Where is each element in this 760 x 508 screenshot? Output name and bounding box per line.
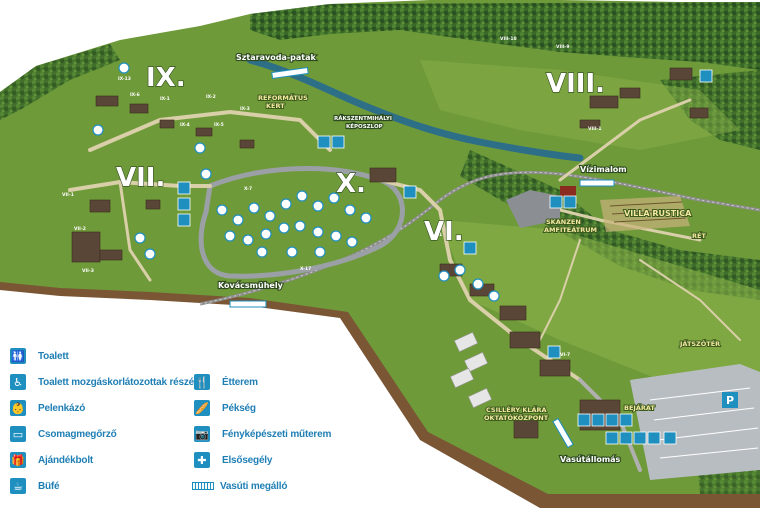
place-vasutallomas: Vasútállomás: [560, 455, 621, 464]
legend-item-buffet: ☕ Büfé: [10, 476, 60, 496]
code-label: VIII-10: [500, 36, 517, 42]
code-label: IX-6: [130, 92, 140, 98]
legend-item-bakery: 🥖 Pékség: [194, 398, 256, 418]
region-label-ix: IX.: [146, 63, 186, 93]
place-raktarfej-1: RÁKSZENTMIHÁLYI: [334, 115, 392, 122]
legend-label: Ajándékbolt: [38, 454, 94, 466]
place-csillery-2: OKTATÓKÖZPONT: [484, 413, 549, 422]
code-label: IX-13: [118, 76, 131, 82]
facility-icons: [177, 69, 713, 445]
code-label: VIII-9: [556, 44, 570, 50]
legend-label: Csomagmegőrző: [38, 428, 117, 440]
code-label: VII-3: [82, 268, 94, 274]
place-vizimalom: Vízimalom: [580, 165, 627, 174]
first-aid-icon: ✚: [194, 452, 210, 468]
legend-label: Büfé: [38, 480, 60, 492]
code-label: VI-1: [432, 232, 442, 238]
building-code-labels: IX-13 IX-1 IX-2 IX-3 IX-4 IX-5 IX-6 VII-…: [62, 36, 602, 358]
legend-label: Pelenkázó: [38, 402, 86, 414]
river-sztaravoda: [246, 56, 584, 162]
legend-item-gift-shop: 🎁 Ajándékbolt: [10, 450, 93, 470]
parking-label: P: [726, 394, 734, 407]
place-kovacsmuhely: Kovácsmühely: [218, 281, 284, 290]
railway-stops: [229, 66, 615, 449]
legend-label: Elsősegély: [222, 454, 273, 466]
code-label: IX-3: [240, 106, 250, 112]
place-kanzen-2: AMFITEÁTRUM: [544, 225, 597, 234]
legend-item-first-aid: ✚ Elsősegély: [194, 450, 272, 470]
region-label-vi: VI.: [424, 217, 464, 247]
region-label-vii: VII.: [116, 163, 165, 193]
luggage-storage-icon: ▭: [10, 426, 26, 442]
code-label: VIII-1: [588, 126, 602, 132]
buffet-icon: ☕: [10, 478, 26, 494]
legend-item-photo-studio: 📷 Fényképészeti műterem: [194, 424, 331, 444]
meadows: [420, 60, 760, 380]
legend-item-baby-changing: 👶 Pelenkázó: [10, 398, 85, 418]
buildings: [71, 67, 709, 439]
legend-item-accessible-toilet: ♿ Toalett mozgáskorlátozottak részére: [10, 372, 203, 392]
region-label-viii: VIII.: [546, 69, 605, 99]
legend-label: Fényképészeti műterem: [222, 428, 332, 440]
photo-studio-icon: 📷: [194, 426, 210, 442]
legend-label: Toalett mozgáskorlátozottak részére: [38, 376, 204, 388]
place-raktarfej-2: KÉPOSZLOP: [346, 122, 383, 130]
code-label: X-7: [244, 186, 252, 192]
code-label: IX-1: [160, 96, 170, 102]
legend-item-toilet: 🚻 Toalett: [10, 346, 69, 366]
code-label: IX-5: [214, 122, 224, 128]
parking-lot: P: [630, 364, 760, 480]
code-label: VII-1: [62, 192, 74, 198]
place-reformatus-kert-2: KERT: [266, 102, 285, 110]
legend-item-railway-stop: Vasúti megálló: [192, 476, 287, 496]
place-villa-rustica: VILLA RUSTICA: [624, 209, 692, 218]
place-jatszoter: JÁTSZÓTÉR: [679, 339, 720, 348]
map-legend: 🚻 Toalett ♿ Toalett mozgáskorlátozottak …: [0, 340, 380, 508]
restaurant-icon: 🍴: [194, 374, 210, 390]
legend-label: Étterem: [222, 376, 258, 388]
toilet-icon: 🚻: [10, 348, 26, 364]
code-label: VI-7: [560, 352, 570, 358]
legend-label: Pékség: [222, 402, 256, 414]
place-bejarat: BEJÁRAT: [624, 403, 655, 412]
bakery-icon: 🥖: [194, 400, 210, 416]
code-label: IX-4: [180, 122, 190, 128]
place-kanzen-1: SKANZEN: [546, 218, 581, 226]
code-label: IX-2: [206, 94, 216, 100]
legend-item-luggage: ▭ Csomagmegőrző: [10, 424, 117, 444]
gift-shop-icon: 🎁: [10, 452, 26, 468]
place-reformatus-kert-1: REFORMÁTUS: [258, 93, 308, 102]
wheelchair-toilet-icon: ♿: [10, 374, 26, 390]
exhibit-markers: [92, 62, 500, 302]
legend-label: Vasúti megálló: [220, 480, 288, 492]
baby-changing-icon: 👶: [10, 400, 26, 416]
legend-label: Toalett: [38, 350, 69, 362]
code-label: X-17: [300, 266, 311, 272]
railway-stop-icon: [192, 482, 214, 490]
region-label-x: X.: [336, 169, 366, 199]
place-csillery-1: CSILLÉRY KLÁRA: [486, 405, 547, 414]
place-sztaravoda: Sztaravoda-patak: [236, 53, 316, 62]
legend-item-restaurant: 🍴 Étterem: [194, 372, 258, 392]
code-label: VII-2: [74, 226, 86, 232]
place-ret: RÉT: [692, 231, 706, 240]
